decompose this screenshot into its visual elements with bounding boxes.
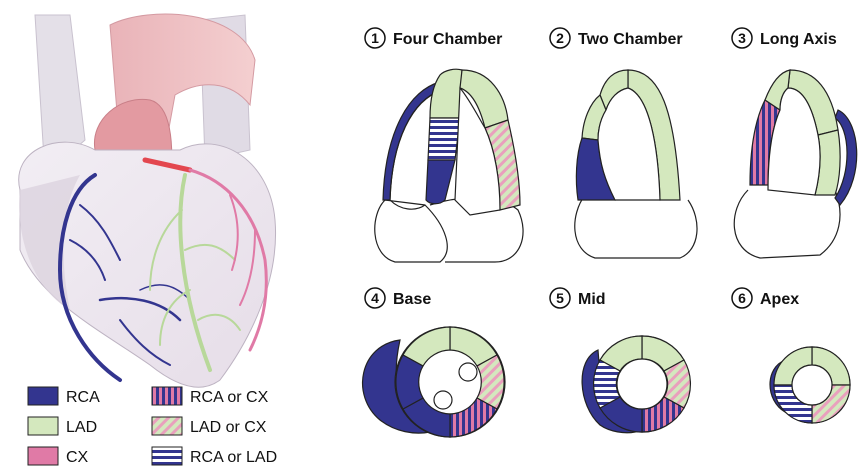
segment-inferoseptal-rca bbox=[396, 355, 423, 409]
legend-label-cx: CX bbox=[66, 449, 89, 466]
septum-mid-rca-or-lad bbox=[428, 118, 460, 160]
legend-item-cx: CX bbox=[28, 447, 89, 466]
base-short-axis bbox=[363, 327, 505, 437]
legend-label-rca-or-lad: RCA or LAD bbox=[190, 449, 277, 466]
legend-swatch-cx bbox=[28, 447, 58, 465]
view-title: Four Chamber bbox=[393, 31, 502, 48]
long-axis-view bbox=[734, 70, 856, 258]
view-number: 3 bbox=[738, 30, 746, 46]
view-label-two-chamber: 2 Two Chamber bbox=[550, 28, 683, 48]
legend-item-lad: LAD bbox=[28, 417, 97, 436]
atrium-outline bbox=[575, 195, 697, 258]
view-title: Base bbox=[393, 291, 431, 308]
legend-item-rca-or-cx: RCA or CX bbox=[152, 387, 269, 406]
outflow-outline bbox=[734, 190, 840, 258]
lv-cavity bbox=[617, 359, 667, 409]
view-number: 1 bbox=[371, 30, 379, 46]
legend-label-lad-or-cx: LAD or CX bbox=[190, 419, 267, 436]
view-label-four-chamber: 1 Four Chamber bbox=[365, 28, 502, 48]
view-number: 6 bbox=[738, 290, 746, 306]
septum-basal-rca bbox=[426, 160, 455, 204]
legend-item-lad-or-cx: LAD or CX bbox=[152, 417, 267, 436]
view-label-apex: 6 Apex bbox=[732, 288, 799, 308]
two-chamber-view bbox=[575, 70, 697, 258]
mid-short-axis bbox=[582, 336, 690, 433]
legend-item-rca: RCA bbox=[28, 387, 100, 406]
view-title: Long Axis bbox=[760, 31, 837, 48]
septum-apical-lad bbox=[430, 69, 462, 118]
view-title: Two Chamber bbox=[578, 31, 683, 48]
four-chamber-view bbox=[375, 69, 523, 262]
legend-label-lad: LAD bbox=[66, 419, 97, 436]
apex-short-axis bbox=[770, 347, 850, 423]
legend: RCA RCA or CX LAD LAD or CX CX RCA or LA… bbox=[28, 387, 277, 466]
legend-swatch-rca-or-lad bbox=[152, 447, 182, 465]
view-number: 5 bbox=[556, 290, 564, 306]
heart-illustration bbox=[19, 14, 276, 387]
view-title: Mid bbox=[578, 291, 606, 308]
legend-swatch-rca bbox=[28, 387, 58, 405]
view-number: 4 bbox=[371, 290, 379, 306]
legend-swatch-lad-or-cx bbox=[152, 417, 182, 435]
papillary-muscle bbox=[434, 391, 452, 409]
view-label-base: 4 Base bbox=[365, 288, 431, 308]
legend-label-rca-or-cx: RCA or CX bbox=[190, 389, 269, 406]
legend-swatch-rca-or-cx bbox=[152, 387, 182, 405]
view-title: Apex bbox=[760, 291, 799, 308]
legend-swatch-lad bbox=[28, 417, 58, 435]
lv-cavity bbox=[792, 365, 832, 405]
legend-label-rca: RCA bbox=[66, 389, 100, 406]
legend-item-rca-or-lad: RCA or LAD bbox=[152, 447, 277, 466]
view-label-mid: 5 Mid bbox=[550, 288, 606, 308]
view-number: 2 bbox=[556, 30, 564, 46]
papillary-muscle bbox=[459, 363, 477, 381]
view-label-long-axis: 3 Long Axis bbox=[732, 28, 837, 48]
